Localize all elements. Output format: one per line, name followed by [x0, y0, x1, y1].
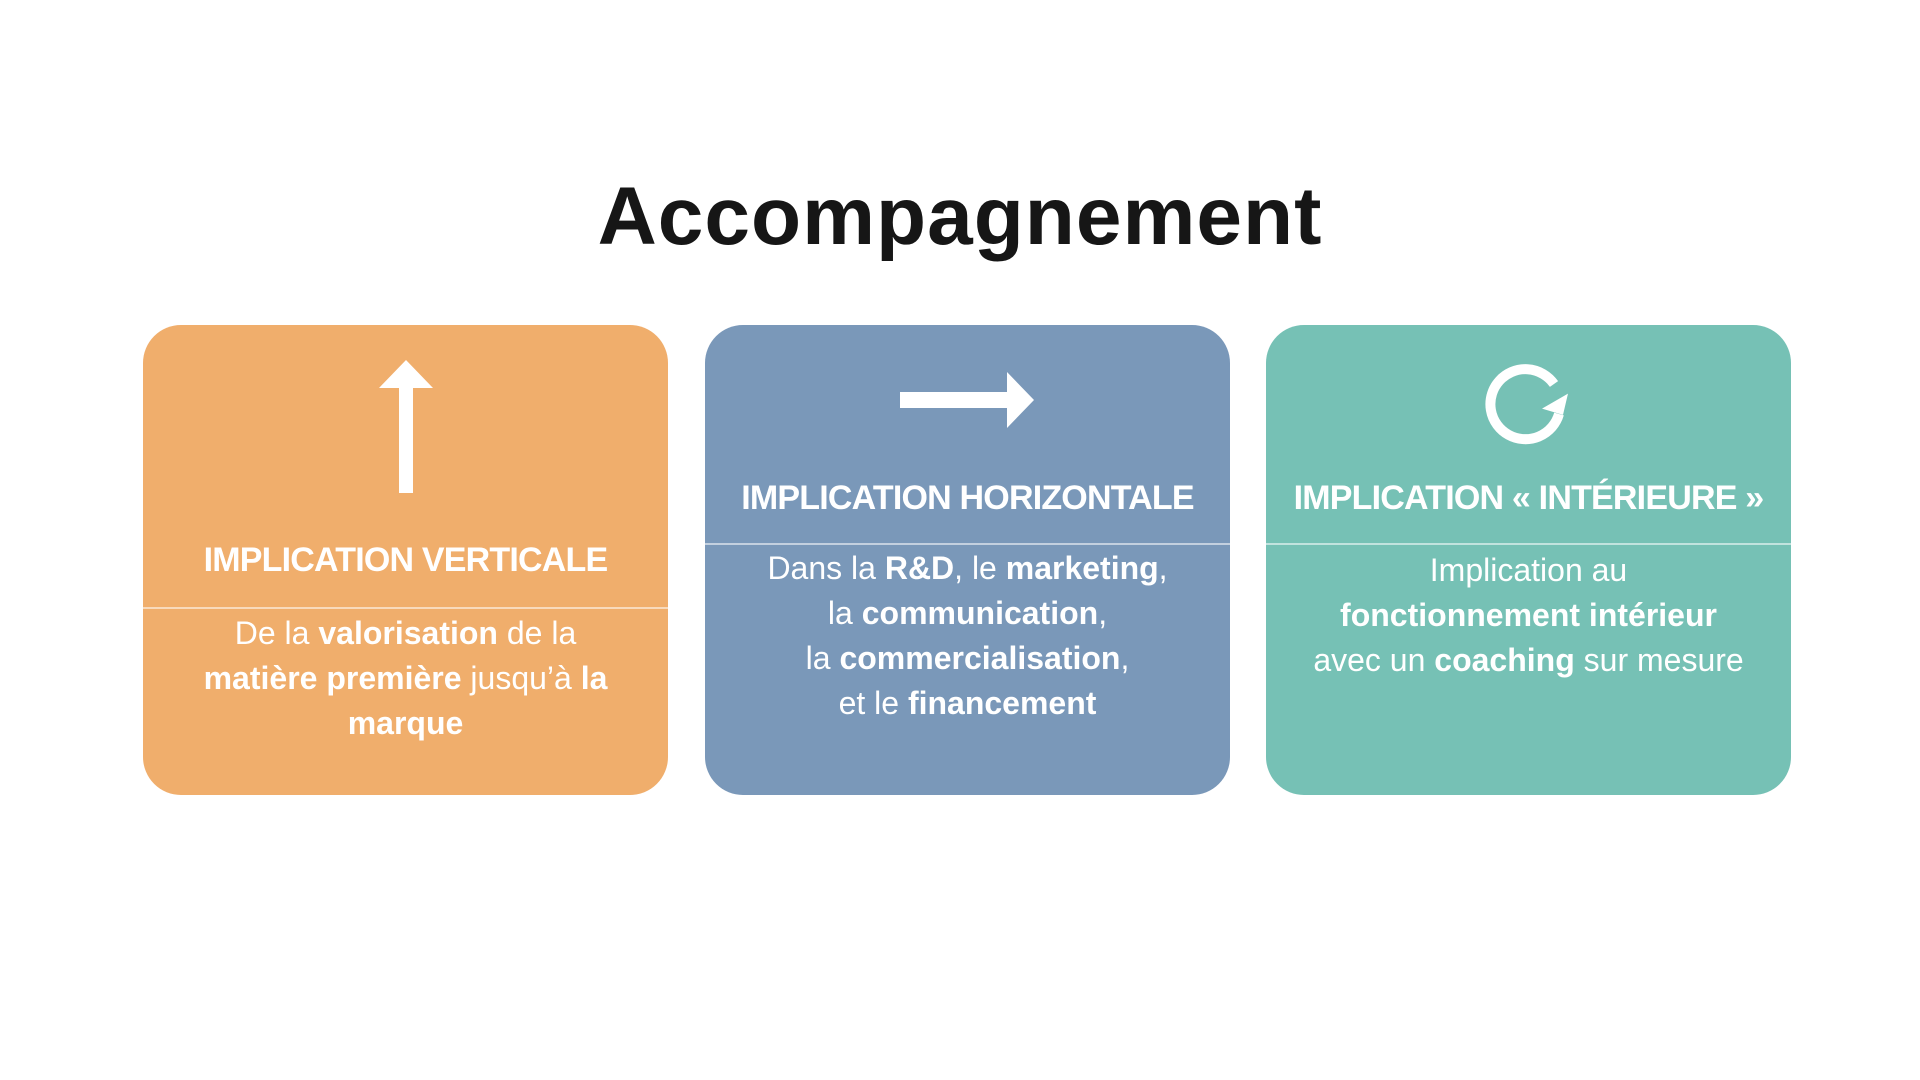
description-line: avec un coaching sur mesure — [1286, 638, 1771, 683]
card-divider — [705, 543, 1230, 545]
bold-text: matière première — [203, 660, 462, 696]
card-description: Dans la R&D, le marketing,la communicati… — [725, 546, 1210, 726]
bold-text: coaching — [1434, 642, 1575, 678]
arrow-right-icon — [705, 370, 1230, 440]
text: , le — [954, 550, 1006, 586]
description-line: la communication, — [725, 591, 1210, 636]
card-heading: IMPLICATION « INTÉRIEURE » — [1293, 479, 1765, 517]
refresh-icon — [1266, 352, 1791, 452]
description-line: Dans la R&D, le marketing, — [725, 546, 1210, 591]
bold-text: R&D — [884, 550, 955, 586]
text: sur mesure — [1574, 642, 1744, 678]
text: , — [1098, 595, 1108, 631]
text: et le — [838, 685, 908, 721]
description-line: la commercialisation, — [725, 636, 1210, 681]
bold-text: marque — [347, 705, 464, 741]
page-title: Accompagnement — [597, 171, 1323, 262]
text: avec un — [1313, 642, 1435, 678]
bold-text: valorisation — [318, 615, 498, 651]
text: jusqu’à — [461, 660, 581, 696]
text: , — [1120, 640, 1130, 676]
text: De la — [234, 615, 319, 651]
text: Implication au — [1429, 552, 1628, 588]
description-line: et le financement — [725, 681, 1210, 726]
card-vertical: IMPLICATION VERTICALE De la valorisation… — [143, 325, 668, 795]
bold-text: marketing — [1005, 550, 1159, 586]
card-heading: IMPLICATION HORIZONTALE — [741, 479, 1194, 517]
description-line: marque — [163, 701, 648, 746]
text: Dans la — [767, 550, 885, 586]
card-horizontal: IMPLICATION HORIZONTALE Dans la R&D, le … — [705, 325, 1230, 795]
bold-text: communication — [861, 595, 1099, 631]
card-divider — [1266, 543, 1791, 545]
arrow-up-icon — [143, 360, 668, 495]
card-divider — [143, 607, 668, 609]
description-line: matière première jusqu’à la — [163, 656, 648, 701]
text: la — [805, 640, 840, 676]
card-heading: IMPLICATION VERTICALE — [203, 541, 609, 579]
bold-text: fonctionnement intérieur — [1340, 597, 1717, 633]
description-line: De la valorisation de la — [163, 611, 648, 656]
text: , — [1158, 550, 1168, 586]
bold-text: commercialisation — [839, 640, 1121, 676]
card-description: Implication au fonctionnement intérieur av… — [1286, 548, 1771, 683]
description-line: Implication au — [1286, 548, 1771, 593]
card-interior: IMPLICATION « INTÉRIEURE » Implication a… — [1266, 325, 1791, 795]
description-line: fonctionnement intérieur — [1286, 593, 1771, 638]
text: de la — [497, 615, 577, 651]
bold-text: la — [580, 660, 608, 696]
text: la — [827, 595, 862, 631]
bold-text: financement — [907, 685, 1097, 721]
